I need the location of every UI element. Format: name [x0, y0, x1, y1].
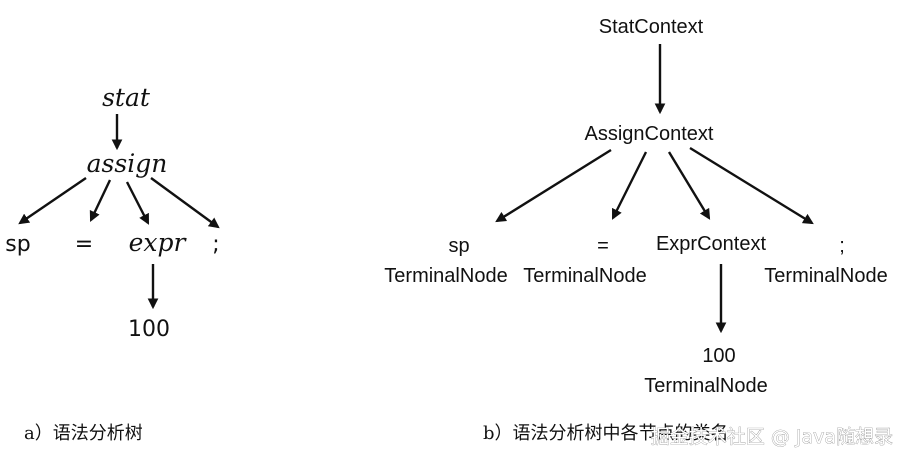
watermark-text: 掘金技术社区 @ Java随想录	[651, 426, 893, 448]
edge-assign-equals	[611, 151, 648, 220]
node-equals-terminal: TerminalNode	[523, 265, 646, 287]
caption-b: b）语法分析树中各节点的类名	[483, 423, 729, 444]
right-class-tree: StatContext AssignContext sp TerminalNod…	[384, 16, 887, 397]
edge-assign-semicolon	[689, 146, 814, 225]
node-expr: expr	[129, 228, 188, 257]
node-semicolon: ;	[212, 232, 219, 257]
edge-assign-expr	[667, 151, 711, 220]
caption-a: a）语法分析树	[24, 423, 143, 444]
node-semicolon-terminal: TerminalNode	[764, 265, 887, 287]
node-100: 100	[128, 317, 170, 342]
node-sp-terminal: TerminalNode	[384, 265, 507, 287]
node-equals: =	[75, 232, 93, 257]
node-assign-context: AssignContext	[585, 123, 714, 145]
node-sp: sp	[448, 235, 469, 257]
node-100: 100	[702, 345, 735, 367]
node-assign: assign	[87, 149, 168, 178]
node-equals: =	[597, 235, 609, 257]
node-sp: sp	[5, 232, 30, 257]
edge-assign-expr	[125, 181, 150, 225]
node-stat: stat	[102, 83, 151, 112]
node-stat-context: StatContext	[599, 16, 704, 38]
left-parse-tree: stat assign sp = expr ; 100	[5, 83, 220, 342]
edge-assign-sp	[18, 177, 87, 225]
edge-assign-sp	[495, 148, 612, 223]
node-expr-context: ExprContext	[656, 233, 766, 255]
node-semicolon: ;	[839, 235, 845, 257]
edge-assign-semicolon	[150, 177, 220, 229]
edge-assign-equals	[89, 179, 112, 222]
node-100-terminal: TerminalNode	[644, 375, 767, 397]
